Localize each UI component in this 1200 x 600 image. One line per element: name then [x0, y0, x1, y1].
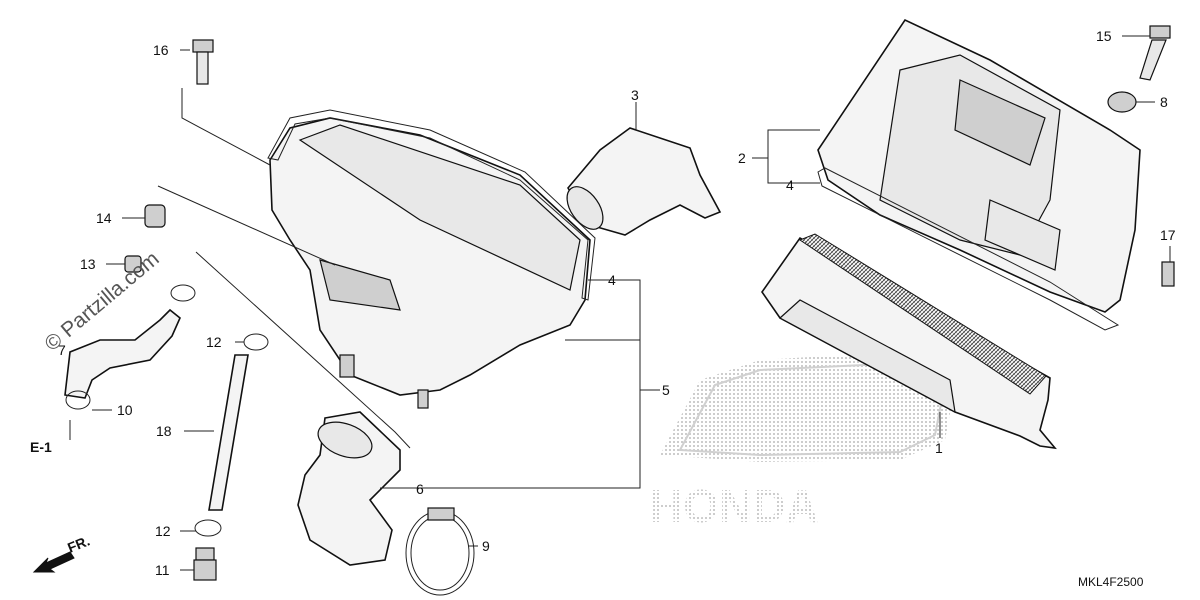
diagram-code: MKL4F2500	[1078, 575, 1144, 589]
callout-14: 14	[96, 210, 112, 226]
callout-4-case: 4	[608, 272, 616, 288]
callout-8: 8	[1160, 94, 1168, 110]
callout-18: 18	[156, 423, 172, 439]
callout-3: 3	[631, 87, 639, 103]
callout-10: 10	[117, 402, 133, 418]
callout-2: 2	[738, 150, 746, 166]
callout-12-upper: 12	[206, 334, 222, 350]
clip-12-upper	[243, 333, 269, 351]
intake-duct	[297, 411, 401, 566]
honda-logo-text: HONDA	[650, 480, 819, 532]
breather-tube	[208, 354, 249, 511]
callout-6: 6	[416, 481, 424, 497]
callout-4-cover: 4	[786, 177, 794, 193]
bolt-16	[192, 39, 214, 85]
clip-12-lower	[194, 519, 222, 537]
screw-17	[1161, 261, 1175, 287]
drain-tube	[64, 308, 181, 399]
callout-13: 13	[80, 256, 96, 272]
callout-1: 1	[935, 440, 943, 456]
callout-16: 16	[153, 42, 169, 58]
case-seal	[267, 109, 596, 301]
callout-12-lower: 12	[155, 523, 171, 539]
air-cleaner-element	[761, 233, 1057, 450]
callout-5: 5	[662, 382, 670, 398]
callout-15: 15	[1096, 28, 1112, 44]
air-cleaner-cover	[817, 18, 1141, 313]
leader-lines	[69, 35, 1171, 571]
front-direction-arrow	[32, 551, 75, 573]
band-clamp	[405, 507, 475, 596]
grommet-14	[144, 204, 166, 228]
front-direction-label: FR.	[65, 532, 92, 555]
cover-seal	[817, 167, 1120, 331]
air-cleaner-case	[269, 117, 591, 409]
plug-11	[193, 547, 217, 581]
callout-9: 9	[482, 538, 490, 554]
connecting-tube	[566, 127, 722, 236]
bolt-15	[1139, 25, 1171, 81]
callout-11: 11	[155, 562, 170, 578]
section-reference: E-1	[30, 439, 52, 455]
callout-17: 17	[1160, 227, 1176, 243]
clip-upper-tube	[170, 284, 196, 302]
callout-7: 7	[58, 342, 66, 358]
clip-10	[65, 390, 91, 410]
grommet-8	[1107, 91, 1137, 113]
